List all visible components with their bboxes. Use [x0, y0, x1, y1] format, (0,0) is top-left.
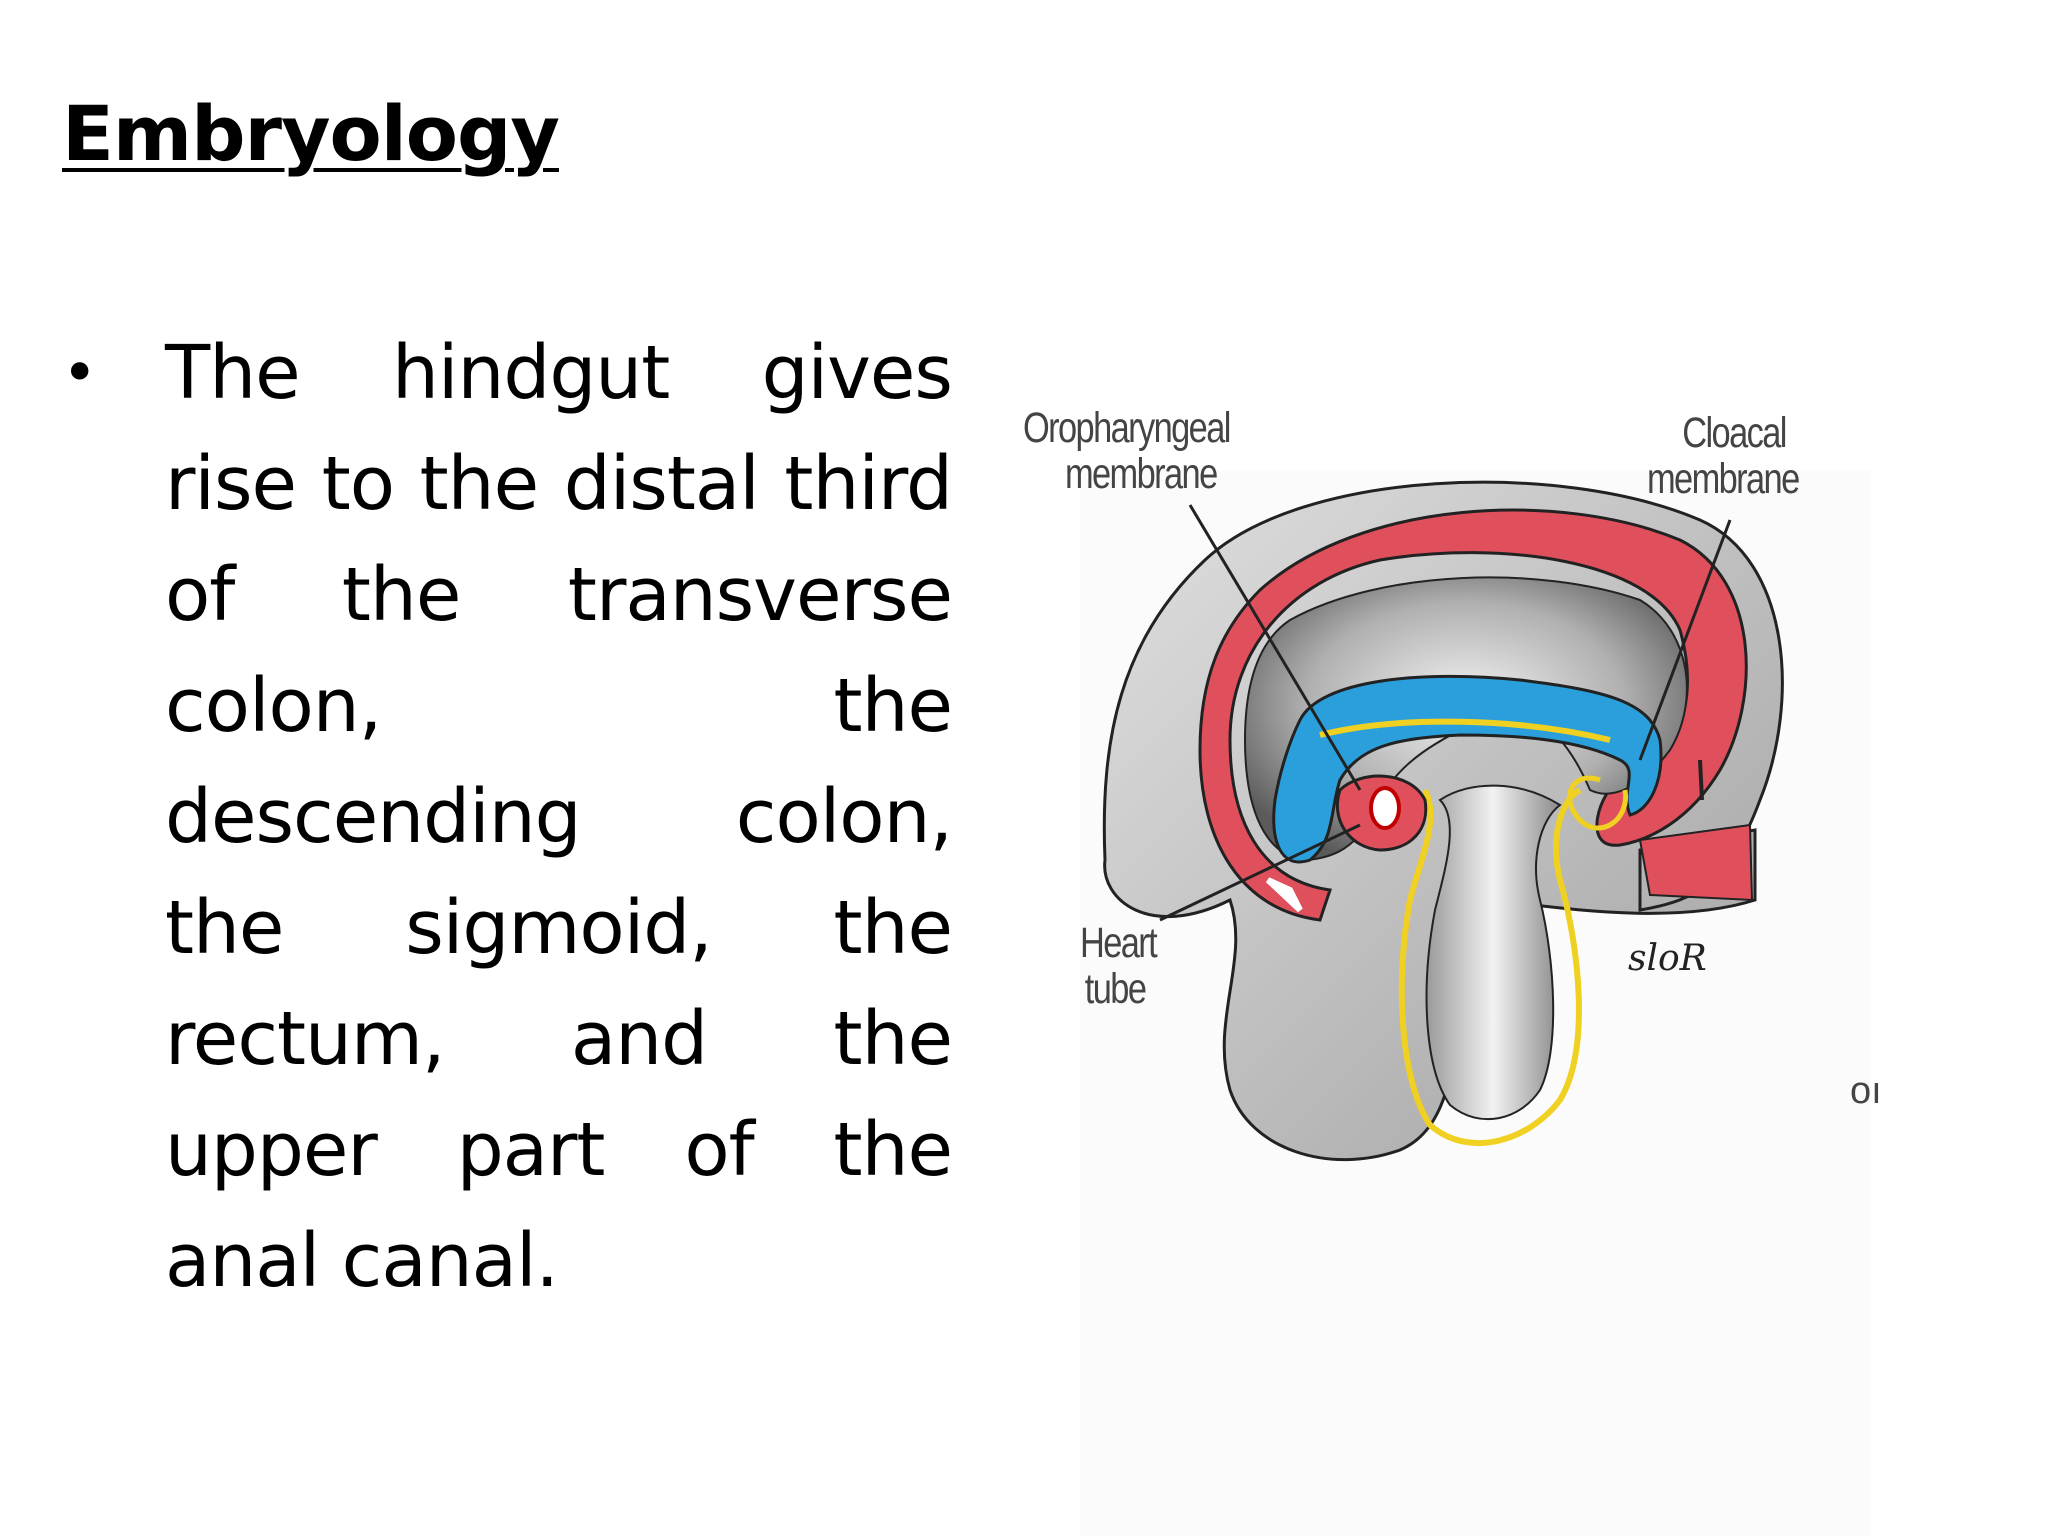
slide-title: Embryology [62, 89, 560, 178]
mesoderm-line-stalk [1398, 787, 1582, 1146]
bullet-marker: • [62, 338, 97, 408]
leader-cloacal [1638, 519, 1732, 761]
leader-heart [1159, 823, 1361, 922]
ectoderm-layer [1198, 508, 1748, 922]
bullet-text: The hindgut gives rise to the distal thi… [165, 330, 953, 1304]
artist-signature: sloR [1628, 938, 1707, 979]
label-oropharyngeal-membrane: Oropharyngeal membrane [1023, 404, 1231, 498]
label-cloacal-membrane: Cloacal membrane [1647, 409, 1800, 503]
label-heart-tube: Heart tube [1080, 919, 1158, 1013]
cloacal-spiral [1567, 775, 1628, 831]
flow-arrow-right [1698, 759, 1704, 801]
heart-tube-lumen [1369, 786, 1401, 830]
flow-arrow-left [1265, 877, 1303, 913]
mesoderm-line-top [1319, 718, 1611, 743]
yolk-sac [1425, 784, 1562, 1121]
connecting-stalk [1638, 823, 1754, 902]
bullet-list: • The hindgut gives rise to the distal t… [62, 318, 953, 1317]
leader-oropharyngeal [1188, 504, 1362, 791]
bullet-item: • The hindgut gives rise to the distal t… [62, 318, 953, 1317]
cropped-text-fragment: oı [1850, 1070, 1882, 1112]
